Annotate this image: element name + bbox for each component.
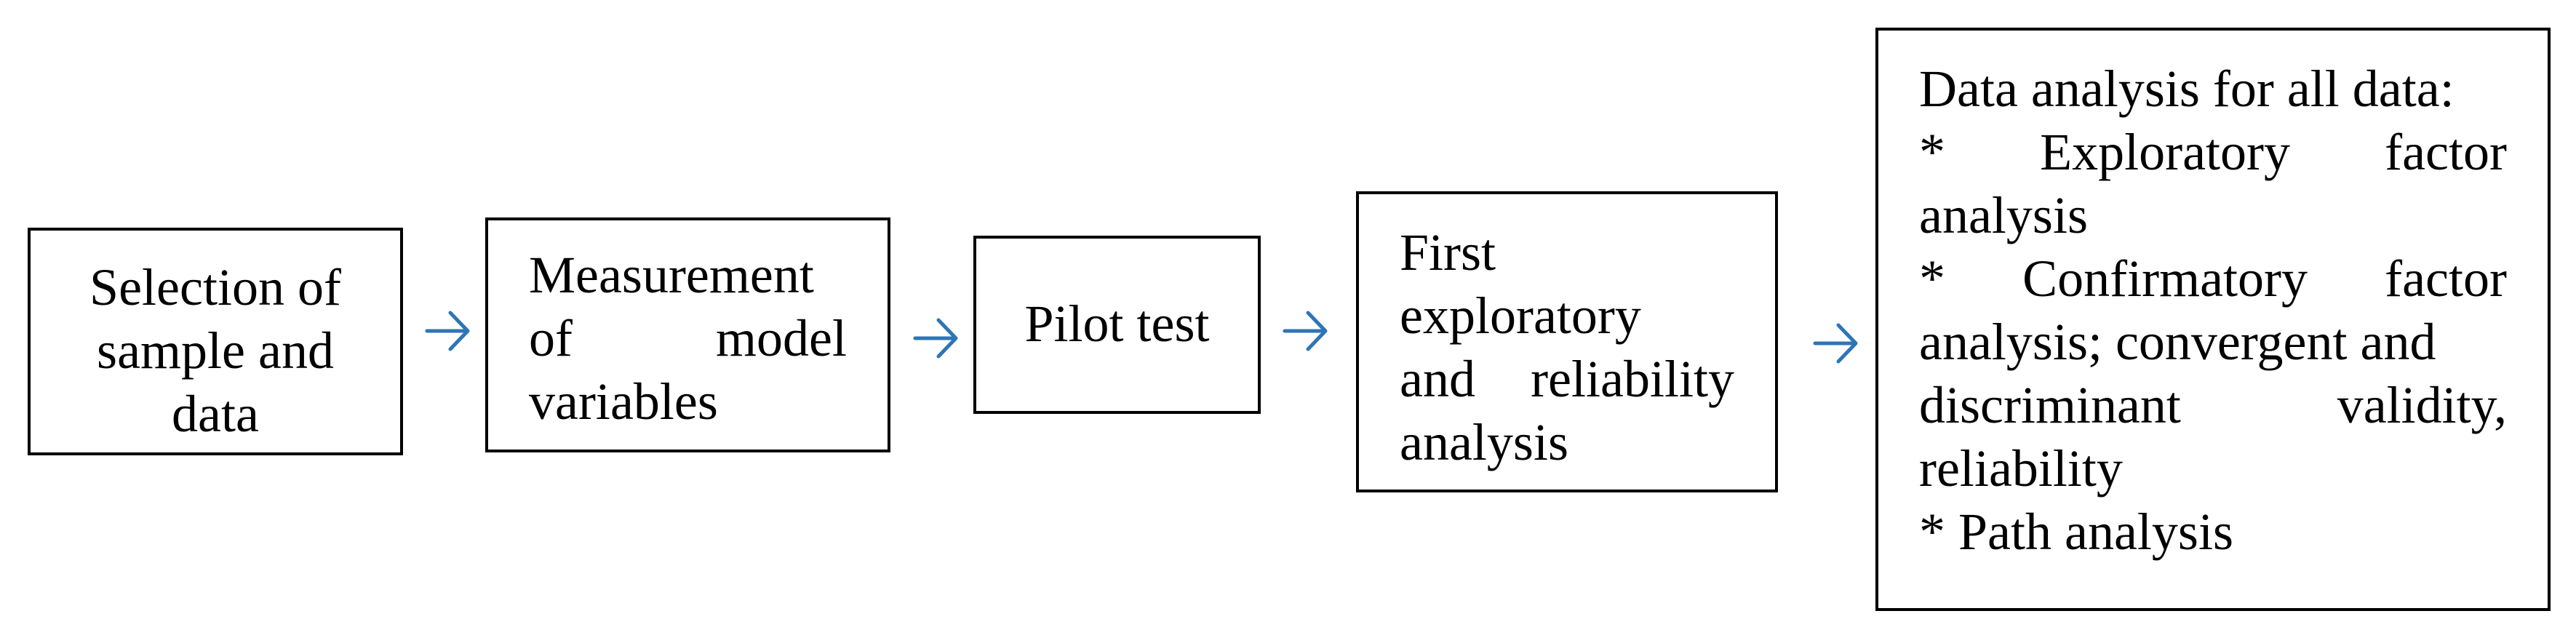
step-text-line: data — [172, 385, 259, 443]
step-text-line: analysis — [1400, 413, 1568, 471]
step-text-line: Pilot test — [1024, 295, 1210, 353]
step-text-line: * Confirmatory factor — [1919, 247, 2507, 311]
step-word: factor — [2385, 249, 2507, 308]
step-box-data-analysis: Data analysis for all data: * Explorator… — [1875, 28, 2551, 611]
arrow-right-icon — [1280, 305, 1331, 356]
step-box-measurement: Measurement of model variables — [485, 217, 890, 452]
step-word: Exploratory — [2040, 123, 2291, 181]
step-word: validity, — [2337, 376, 2507, 434]
bullet-star: * — [1919, 249, 1945, 308]
step-text-line: analysis; convergent and — [1919, 313, 2436, 371]
step-text-line: variables — [529, 372, 718, 431]
step-word: and — [1400, 350, 1475, 408]
step-word: factor — [2385, 123, 2507, 181]
step-text-line: analysis — [1919, 186, 2088, 244]
step-text-line: of model — [529, 307, 847, 370]
step-word: Confirmatory — [2022, 249, 2308, 308]
step-box-first-analysis: First exploratory and reliability analys… — [1356, 191, 1778, 492]
step-word: discriminant — [1919, 376, 2181, 434]
step-box-pilot-test: Pilot test — [973, 236, 1261, 414]
step-text-line: discriminant validity, — [1919, 374, 2507, 437]
step-word: of — [529, 309, 573, 367]
arrow-right-icon — [423, 305, 474, 356]
step-text-line: and reliability — [1400, 348, 1734, 411]
step-text-line: First — [1400, 223, 1496, 281]
step-text-line: Data analysis for all data: — [1919, 60, 2455, 118]
step-text-line: Measurement — [529, 246, 814, 304]
arrow-right-icon — [1811, 318, 1862, 369]
step-text-line: sample and — [97, 322, 334, 380]
step-word: reliability — [1531, 350, 1734, 408]
step-text-line: reliability — [1919, 439, 2123, 498]
step-box-selection: Selection of sample and data — [28, 228, 403, 455]
step-text-line: * Exploratory factor — [1919, 121, 2507, 184]
step-text-line: Selection of — [89, 258, 341, 316]
bullet-star: * — [1919, 123, 1945, 181]
step-text-line: exploratory — [1400, 287, 1641, 345]
step-word: model — [716, 309, 847, 367]
arrow-right-icon — [911, 313, 962, 364]
step-text-line: * Path analysis — [1919, 503, 2233, 561]
